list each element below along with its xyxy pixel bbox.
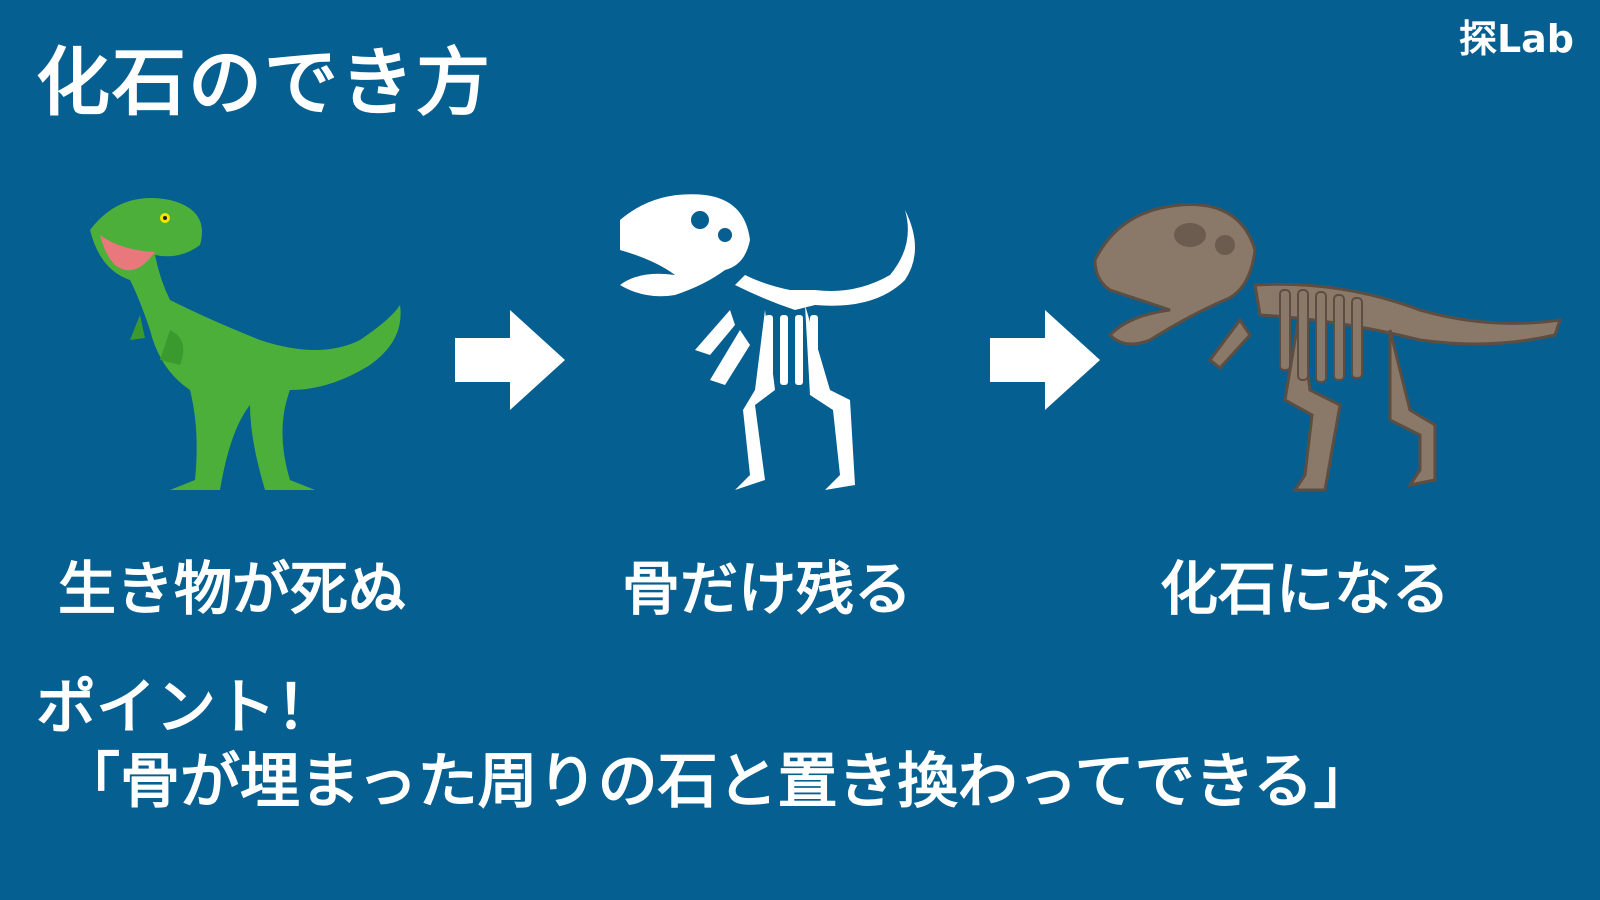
point-heading: ポイント！ (36, 673, 336, 743)
caption-bones: 骨だけ残る (622, 555, 913, 623)
stage-bones (615, 190, 975, 510)
caption-alive: 生き物が死ぬ (58, 555, 407, 623)
brand-logo: 探Lab (1458, 17, 1574, 61)
white-skeleton-icon (620, 194, 915, 490)
point-body: 「骨が埋まった周りの石と置き換わってできる」 (60, 747, 1374, 817)
stage-alive (60, 190, 420, 510)
stage-fossil (1090, 190, 1570, 510)
fossil-skeleton-icon (1093, 203, 1563, 492)
caption-fossil: 化石になる (1160, 555, 1451, 623)
arrow-icon-2 (990, 310, 1100, 410)
arrow-icon-1 (455, 310, 565, 410)
green-dinosaur-icon (90, 198, 401, 490)
page-title: 化石のでき方 (36, 40, 492, 126)
